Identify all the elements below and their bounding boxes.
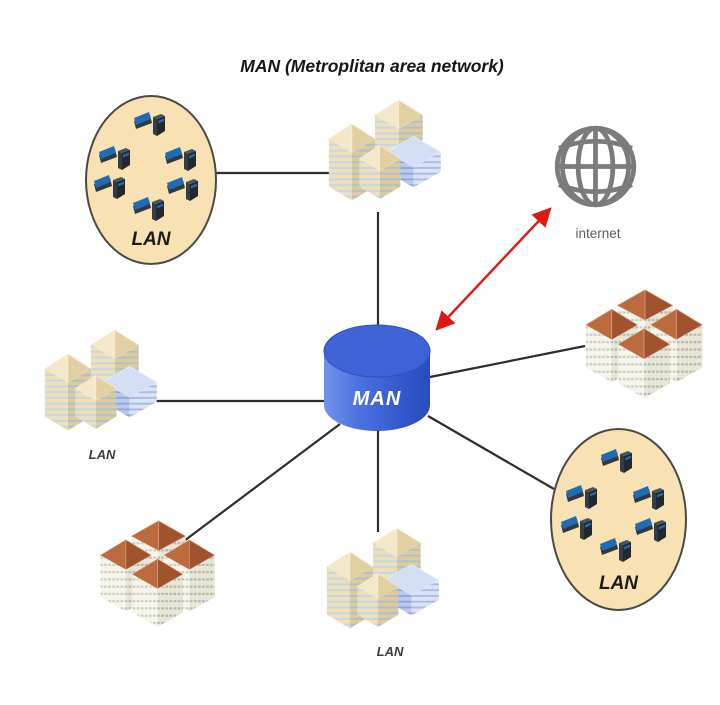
lan-label: LAN [376,644,404,659]
desktop-computer-icon [566,485,597,509]
internet-label: internet [575,226,621,241]
desktop-computer-icon [601,449,632,473]
office-buildings-icon [326,527,440,629]
desktop-computer-icon [600,538,631,562]
desktop-computer-icon [633,486,664,510]
apartment-buildings-icon [585,289,703,398]
desktop-computer-icon [165,147,196,171]
man-hub-label: MAN [352,388,402,410]
desktop-computer-icon [99,146,130,170]
man-internet-double-arrow [435,207,552,331]
connector-man-apartments-bottomleft [183,423,341,542]
desktop-computer-icon [94,175,125,199]
lan-group-top-left: LAN [85,95,217,265]
desktop-computer-icon [133,197,164,221]
diagram-title: MAN (Metroplitan area network) [240,56,504,76]
lan-label: LAN [598,573,639,594]
desktop-computer-icon [561,516,592,540]
lan-label: LAN [131,229,171,250]
office-buildings-icon [328,99,442,201]
connector-man-apartments-right [429,344,586,379]
desktop-computer-icon [635,518,666,542]
office-buildings-icon [44,329,158,431]
connector-man-lan-bottomright [427,415,555,490]
globe-icon [552,123,639,210]
man-cylinder [323,324,431,431]
lan-label: LAN [88,447,116,462]
desktop-computer-icon [167,177,198,201]
apartment-buildings-icon [99,520,216,627]
lan-group-bottom-right: LAN [550,428,687,611]
desktop-computer-icon [134,112,165,136]
